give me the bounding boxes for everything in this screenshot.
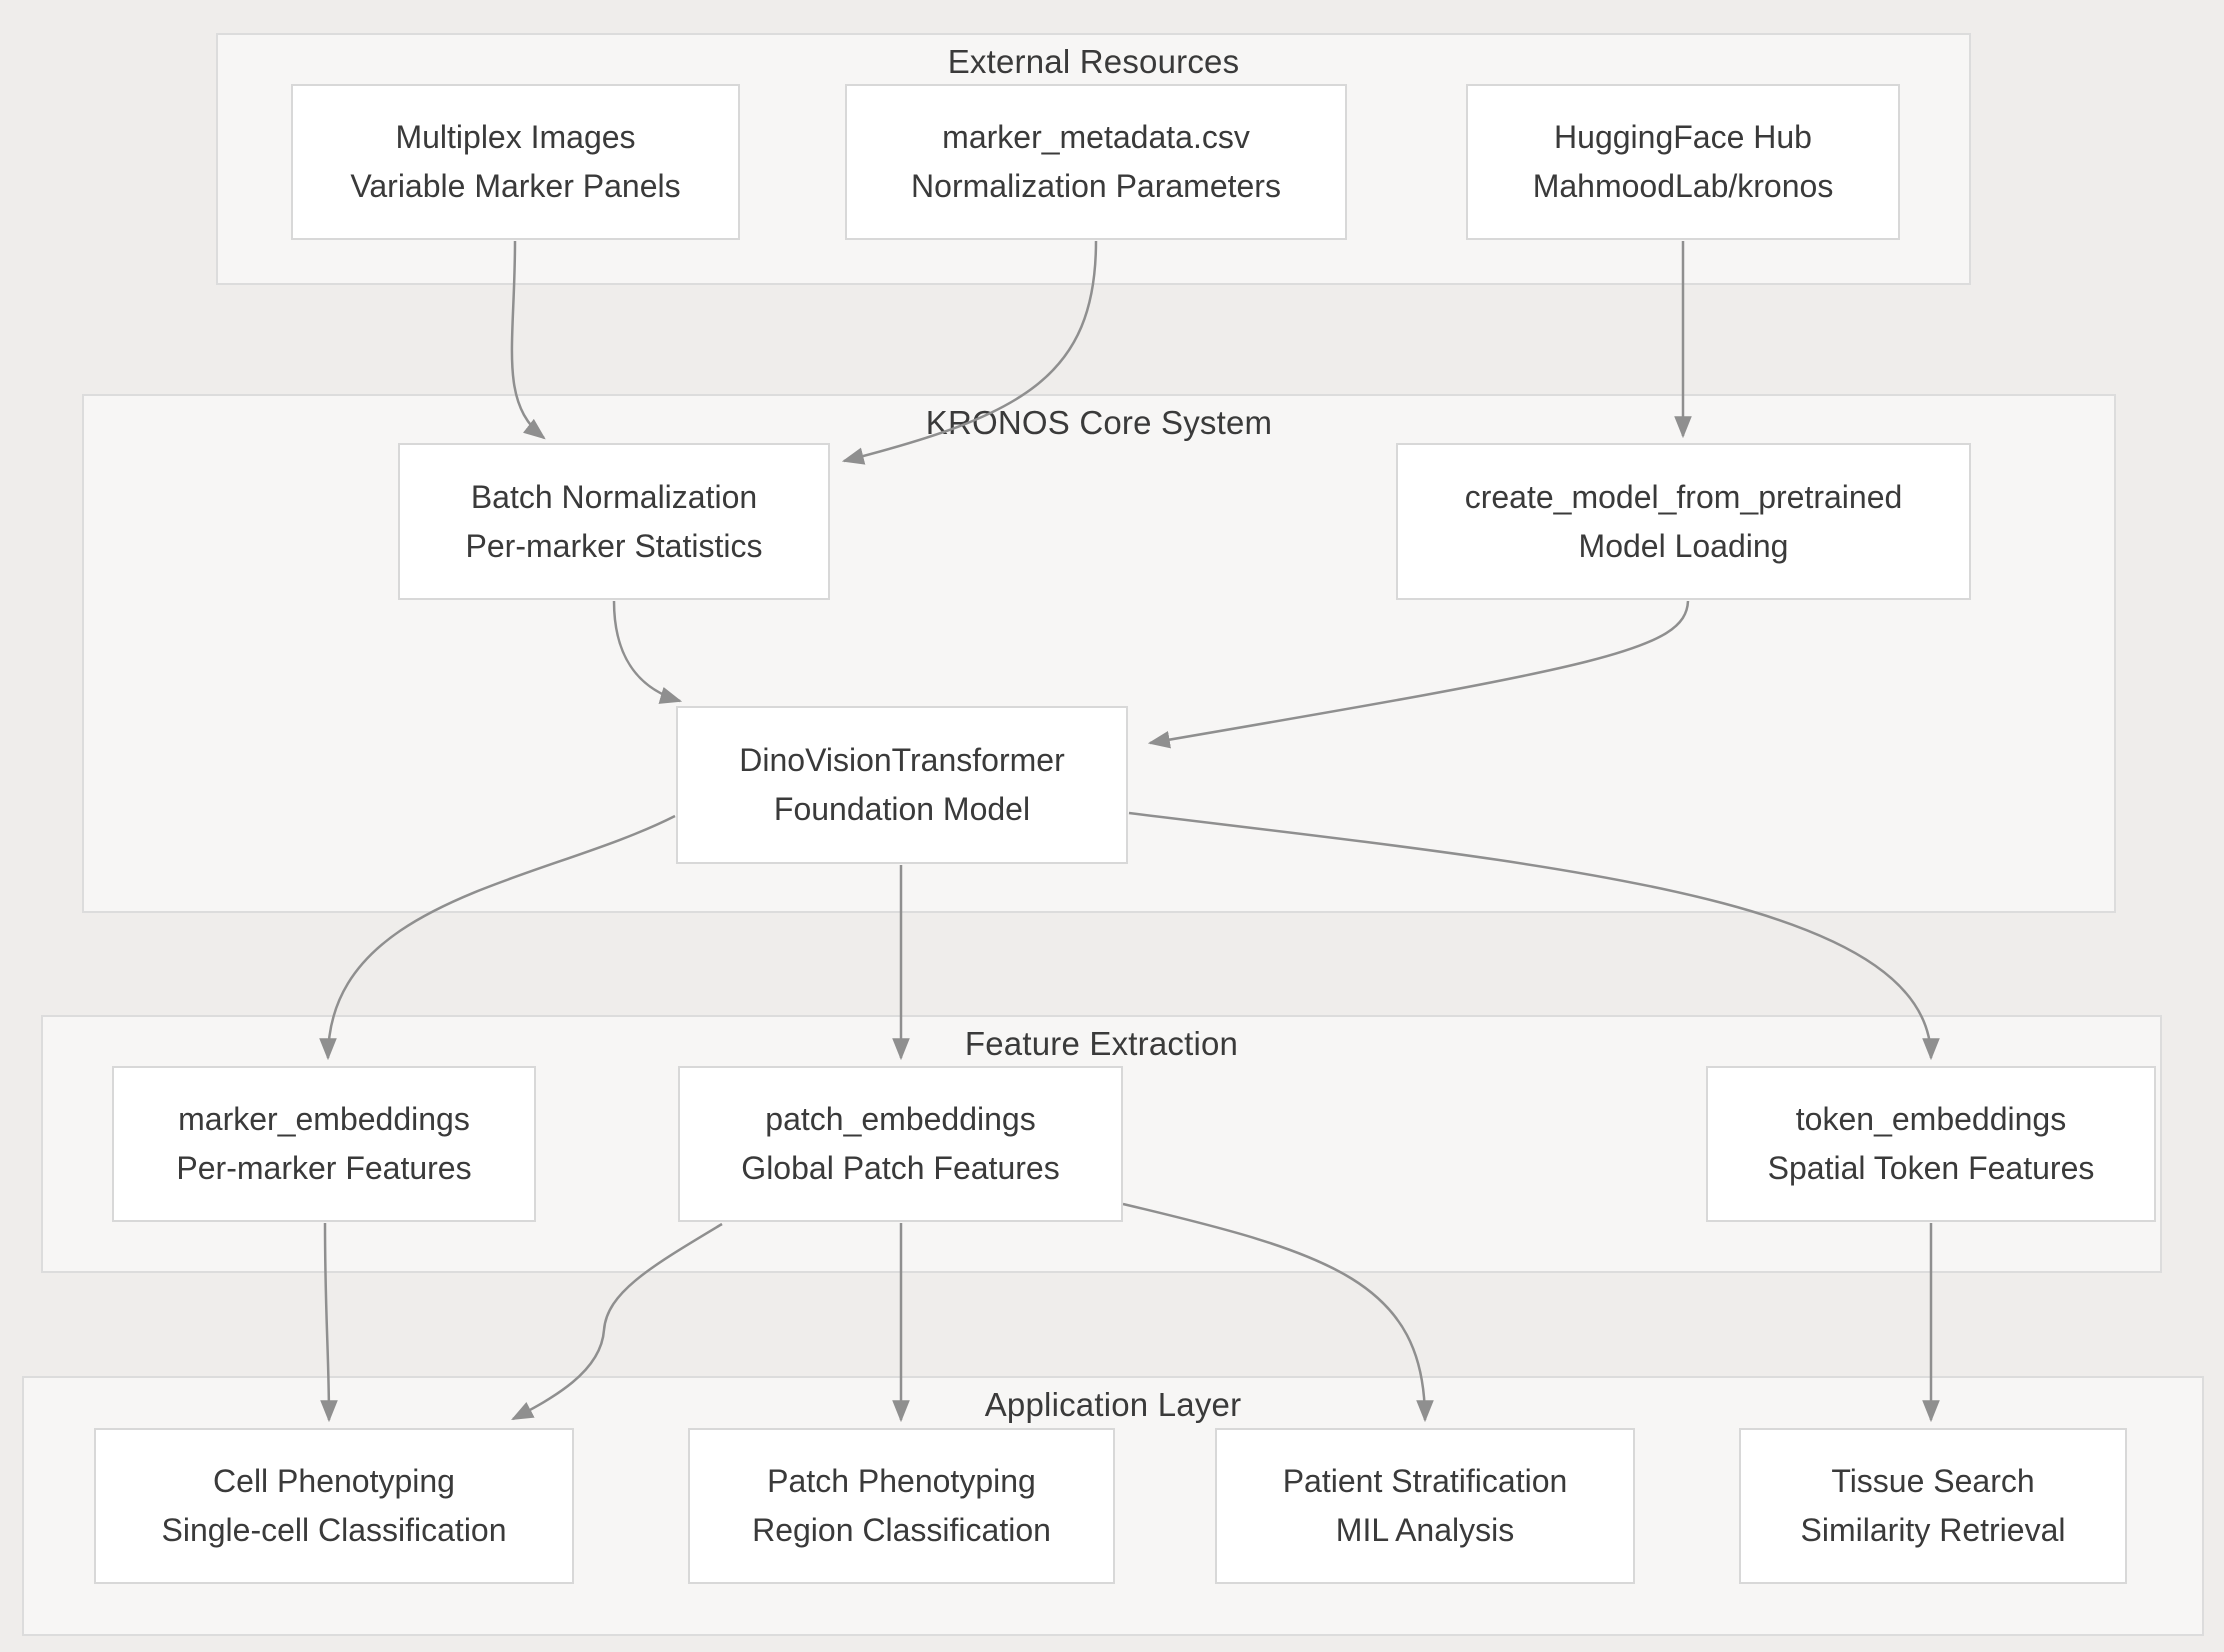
node-label-line1: Multiplex Images (395, 119, 636, 155)
node-patch-phenotyping: Patch Phenotyping Region Classification (688, 1428, 1115, 1584)
node-create-model-from-pretrained: create_model_from_pretrained Model Loadi… (1396, 443, 1971, 600)
node-batch-normalization: Batch Normalization Per-marker Statistic… (398, 443, 830, 600)
node-label-line1: DinoVisionTransformer (739, 742, 1065, 778)
node-tissue-search: Tissue Search Similarity Retrieval (1739, 1428, 2127, 1584)
node-marker-metadata: marker_metadata.csv Normalization Parame… (845, 84, 1347, 240)
node-label-line2: Per-marker Statistics (465, 527, 763, 564)
node-label-line1: Tissue Search (1831, 1463, 2035, 1499)
node-huggingface-hub: HuggingFace Hub MahmoodLab/kronos (1466, 84, 1900, 240)
node-label-line1: create_model_from_pretrained (1464, 478, 1903, 515)
edge-marker-metadata-to-batch-norm (841, 240, 1098, 465)
node-label-line1: marker_embeddings (178, 1101, 470, 1137)
edge-patch-embeddings-to-patient-stratification (1122, 1202, 1434, 1423)
edge-create-model-to-dino (1147, 600, 1690, 749)
edge-marker-embeddings-to-cell-phenotyping (320, 1222, 338, 1423)
edge-patch-embeddings-to-cell-phenotyping (511, 1222, 723, 1421)
node-label-line2: Foundation Model (773, 791, 1031, 827)
subgraph-title-application-layer: Application Layer (984, 1386, 1242, 1423)
node-marker-embeddings: marker_embeddings Per-marker Features (112, 1066, 536, 1222)
node-label-line2: Single-cell Classification (161, 1512, 507, 1548)
node-label-line2: Per-marker Features (176, 1150, 472, 1186)
node-label-line1: patch_embeddings (765, 1101, 1036, 1137)
edge-dino-to-token-embeddings (1128, 811, 1940, 1061)
subgraph-title-external-resources: External Resources (947, 43, 1240, 80)
node-label-line1: Batch Normalization (470, 478, 758, 515)
node-multiplex-images: Multiplex Images Variable Marker Panels (291, 84, 740, 240)
edge-multiplex-to-batch-norm (510, 240, 546, 440)
edge-dino-to-marker-embeddings (319, 814, 676, 1061)
node-label-line2: Global Patch Features (741, 1150, 1060, 1186)
node-label-line2: Variable Marker Panels (350, 168, 681, 204)
node-label-line1: token_embeddings (1795, 1101, 2067, 1137)
node-label-line2: Similarity Retrieval (1800, 1512, 2066, 1548)
node-label-line2: Normalization Parameters (911, 168, 1281, 204)
node-token-embeddings: token_embeddings Spatial Token Features (1706, 1066, 2156, 1222)
subgraph-title-feature-extraction: Feature Extraction (964, 1025, 1239, 1062)
node-dino-vision-transformer: DinoVisionTransformer Foundation Model (676, 706, 1128, 864)
node-cell-phenotyping: Cell Phenotyping Single-cell Classificat… (94, 1428, 574, 1584)
node-label-line1: Cell Phenotyping (213, 1463, 455, 1499)
node-patch-embeddings: patch_embeddings Global Patch Features (678, 1066, 1123, 1222)
node-label-line2: Model Loading (1578, 527, 1789, 564)
node-label-line2: MahmoodLab/kronos (1532, 168, 1834, 204)
node-label-line1: marker_metadata.csv (942, 119, 1250, 155)
node-patient-stratification: Patient Stratification MIL Analysis (1215, 1428, 1635, 1584)
node-label-line1: HuggingFace Hub (1554, 119, 1812, 155)
node-label-line2: Spatial Token Features (1767, 1150, 2095, 1186)
subgraph-title-kronos-core-system: KRONOS Core System (925, 404, 1273, 441)
node-label-line1: Patient Stratification (1282, 1463, 1568, 1499)
node-label-line2: Region Classification (752, 1512, 1051, 1548)
node-label-line1: Patch Phenotyping (767, 1463, 1036, 1499)
edge-batch-norm-to-dino (612, 600, 683, 704)
node-label-line2: MIL Analysis (1335, 1512, 1515, 1548)
